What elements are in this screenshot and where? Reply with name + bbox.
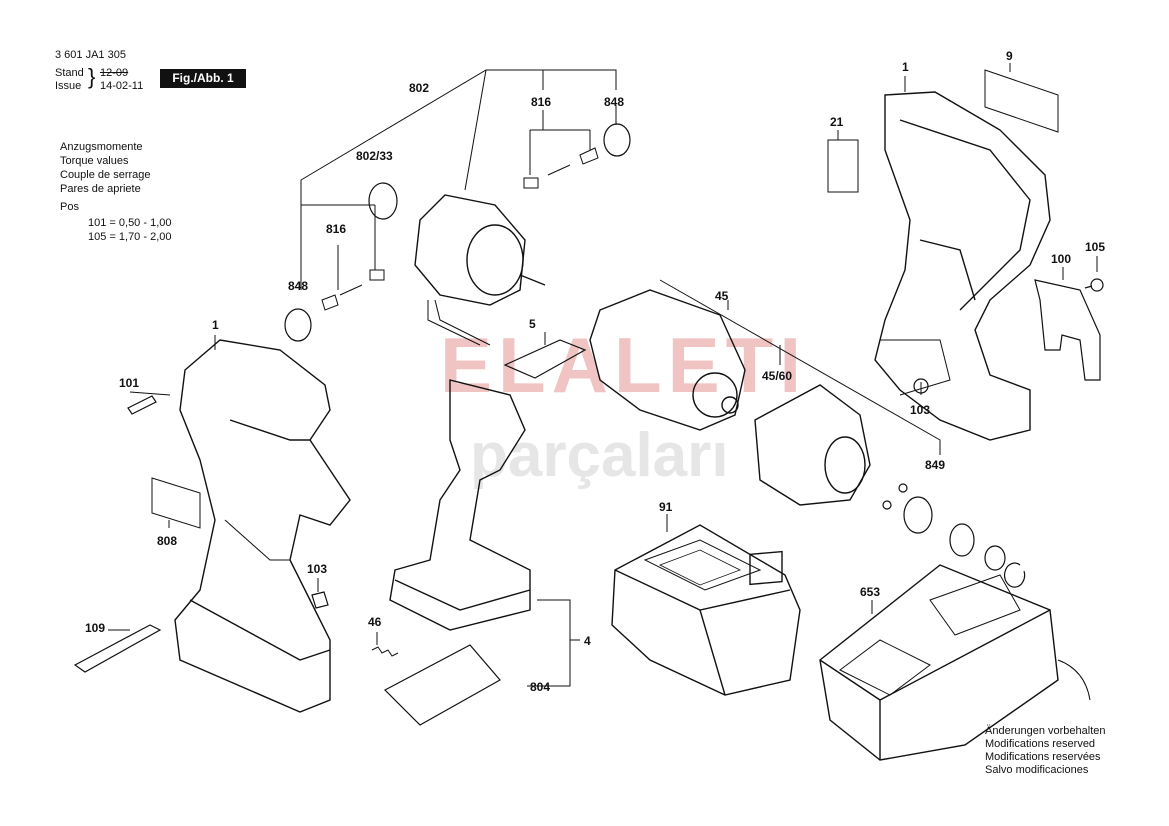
spring-46 <box>371 646 399 657</box>
label-802: 802 <box>409 81 430 95</box>
leader-lines <box>108 63 1098 687</box>
label-848-left: 848 <box>288 279 309 293</box>
label-45: 45 <box>715 289 729 303</box>
torque-row-105: 105 = 1,70 - 2,00 <box>88 231 172 243</box>
battery-pack <box>611 524 801 696</box>
nut-103-right <box>913 378 929 394</box>
switch-electronics <box>389 379 531 631</box>
brush-set-816-left <box>321 269 385 311</box>
screw-105 <box>1084 278 1104 292</box>
brush-set-816-top <box>523 147 599 189</box>
spring-clip-5 <box>503 339 587 379</box>
cap-848-left <box>284 308 312 342</box>
washer-802-33 <box>368 182 398 220</box>
label-103-left: 103 <box>307 562 328 576</box>
contact-plate-804 <box>384 644 501 726</box>
screw-101 <box>127 395 157 415</box>
small-parts-849 <box>882 483 1026 588</box>
cap-848-top <box>603 123 631 157</box>
label-sticker-808 <box>151 477 201 529</box>
stand-label: Stand <box>55 67 84 79</box>
torque-pos-label: Pos <box>60 201 79 213</box>
torque-line-de: Anzugsmomente <box>60 141 143 153</box>
label-91: 91 <box>659 500 673 514</box>
label-802-33: 802/33 <box>356 149 393 163</box>
issue-label: Issue <box>55 80 82 92</box>
nut-103-left <box>311 591 329 609</box>
figure-label: Fig./Abb. 1 <box>160 69 246 88</box>
footer-note-es: Salvo modificaciones <box>985 764 1089 776</box>
watermark-subtitle: parçaları <box>470 421 729 490</box>
label-653: 653 <box>860 585 881 599</box>
label-sticker-9 <box>984 69 1059 133</box>
issue-date: 14-02-11 <box>100 80 144 92</box>
label-4: 4 <box>584 634 591 648</box>
housing-half-left <box>174 339 351 713</box>
label-849: 849 <box>925 458 946 472</box>
brace: } <box>88 64 96 89</box>
label-100: 100 <box>1051 252 1072 266</box>
torque-line-fr: Couple de serrage <box>60 169 151 181</box>
label-848-top: 848 <box>604 95 625 109</box>
label-5: 5 <box>529 317 536 331</box>
label-816-top: 816 <box>531 95 552 109</box>
footer-note-en: Modifications reserved <box>985 738 1096 750</box>
label-1-right: 1 <box>902 60 909 74</box>
motor-assembly <box>414 194 546 346</box>
torque-line-es: Pares de apriete <box>60 183 141 195</box>
belt-clip <box>1034 279 1101 381</box>
label-105: 105 <box>1085 240 1106 254</box>
document-number: 3 601 JA1 305 <box>55 49 126 61</box>
footer-note-fr: Modifications reservées <box>985 751 1101 763</box>
stand-date: 12-09 <box>100 67 129 79</box>
gearbox-housing <box>589 289 746 431</box>
label-45-60: 45/60 <box>762 369 793 383</box>
protective-cover <box>754 384 871 506</box>
label-804: 804 <box>530 680 551 694</box>
label-808: 808 <box>157 534 178 548</box>
label-103-right: 103 <box>910 403 931 417</box>
label-9: 9 <box>1006 49 1013 63</box>
label-1-left: 1 <box>212 318 219 332</box>
label-101: 101 <box>119 376 140 390</box>
torque-line-en: Torque values <box>60 155 129 167</box>
watermark-logo: ELALETI <box>440 321 807 409</box>
screwdriver-bit-109 <box>73 624 162 673</box>
label-46: 46 <box>368 615 382 629</box>
charger <box>819 564 1091 761</box>
torque-row-101: 101 = 0,50 - 1,00 <box>88 217 172 229</box>
label-816-left: 816 <box>326 222 347 236</box>
label-sticker-21 <box>827 139 859 193</box>
label-109: 109 <box>85 621 106 635</box>
label-21: 21 <box>830 115 844 129</box>
footer-note-de: Änderungen vorbehalten <box>985 725 1106 737</box>
housing-half-right <box>874 91 1051 441</box>
